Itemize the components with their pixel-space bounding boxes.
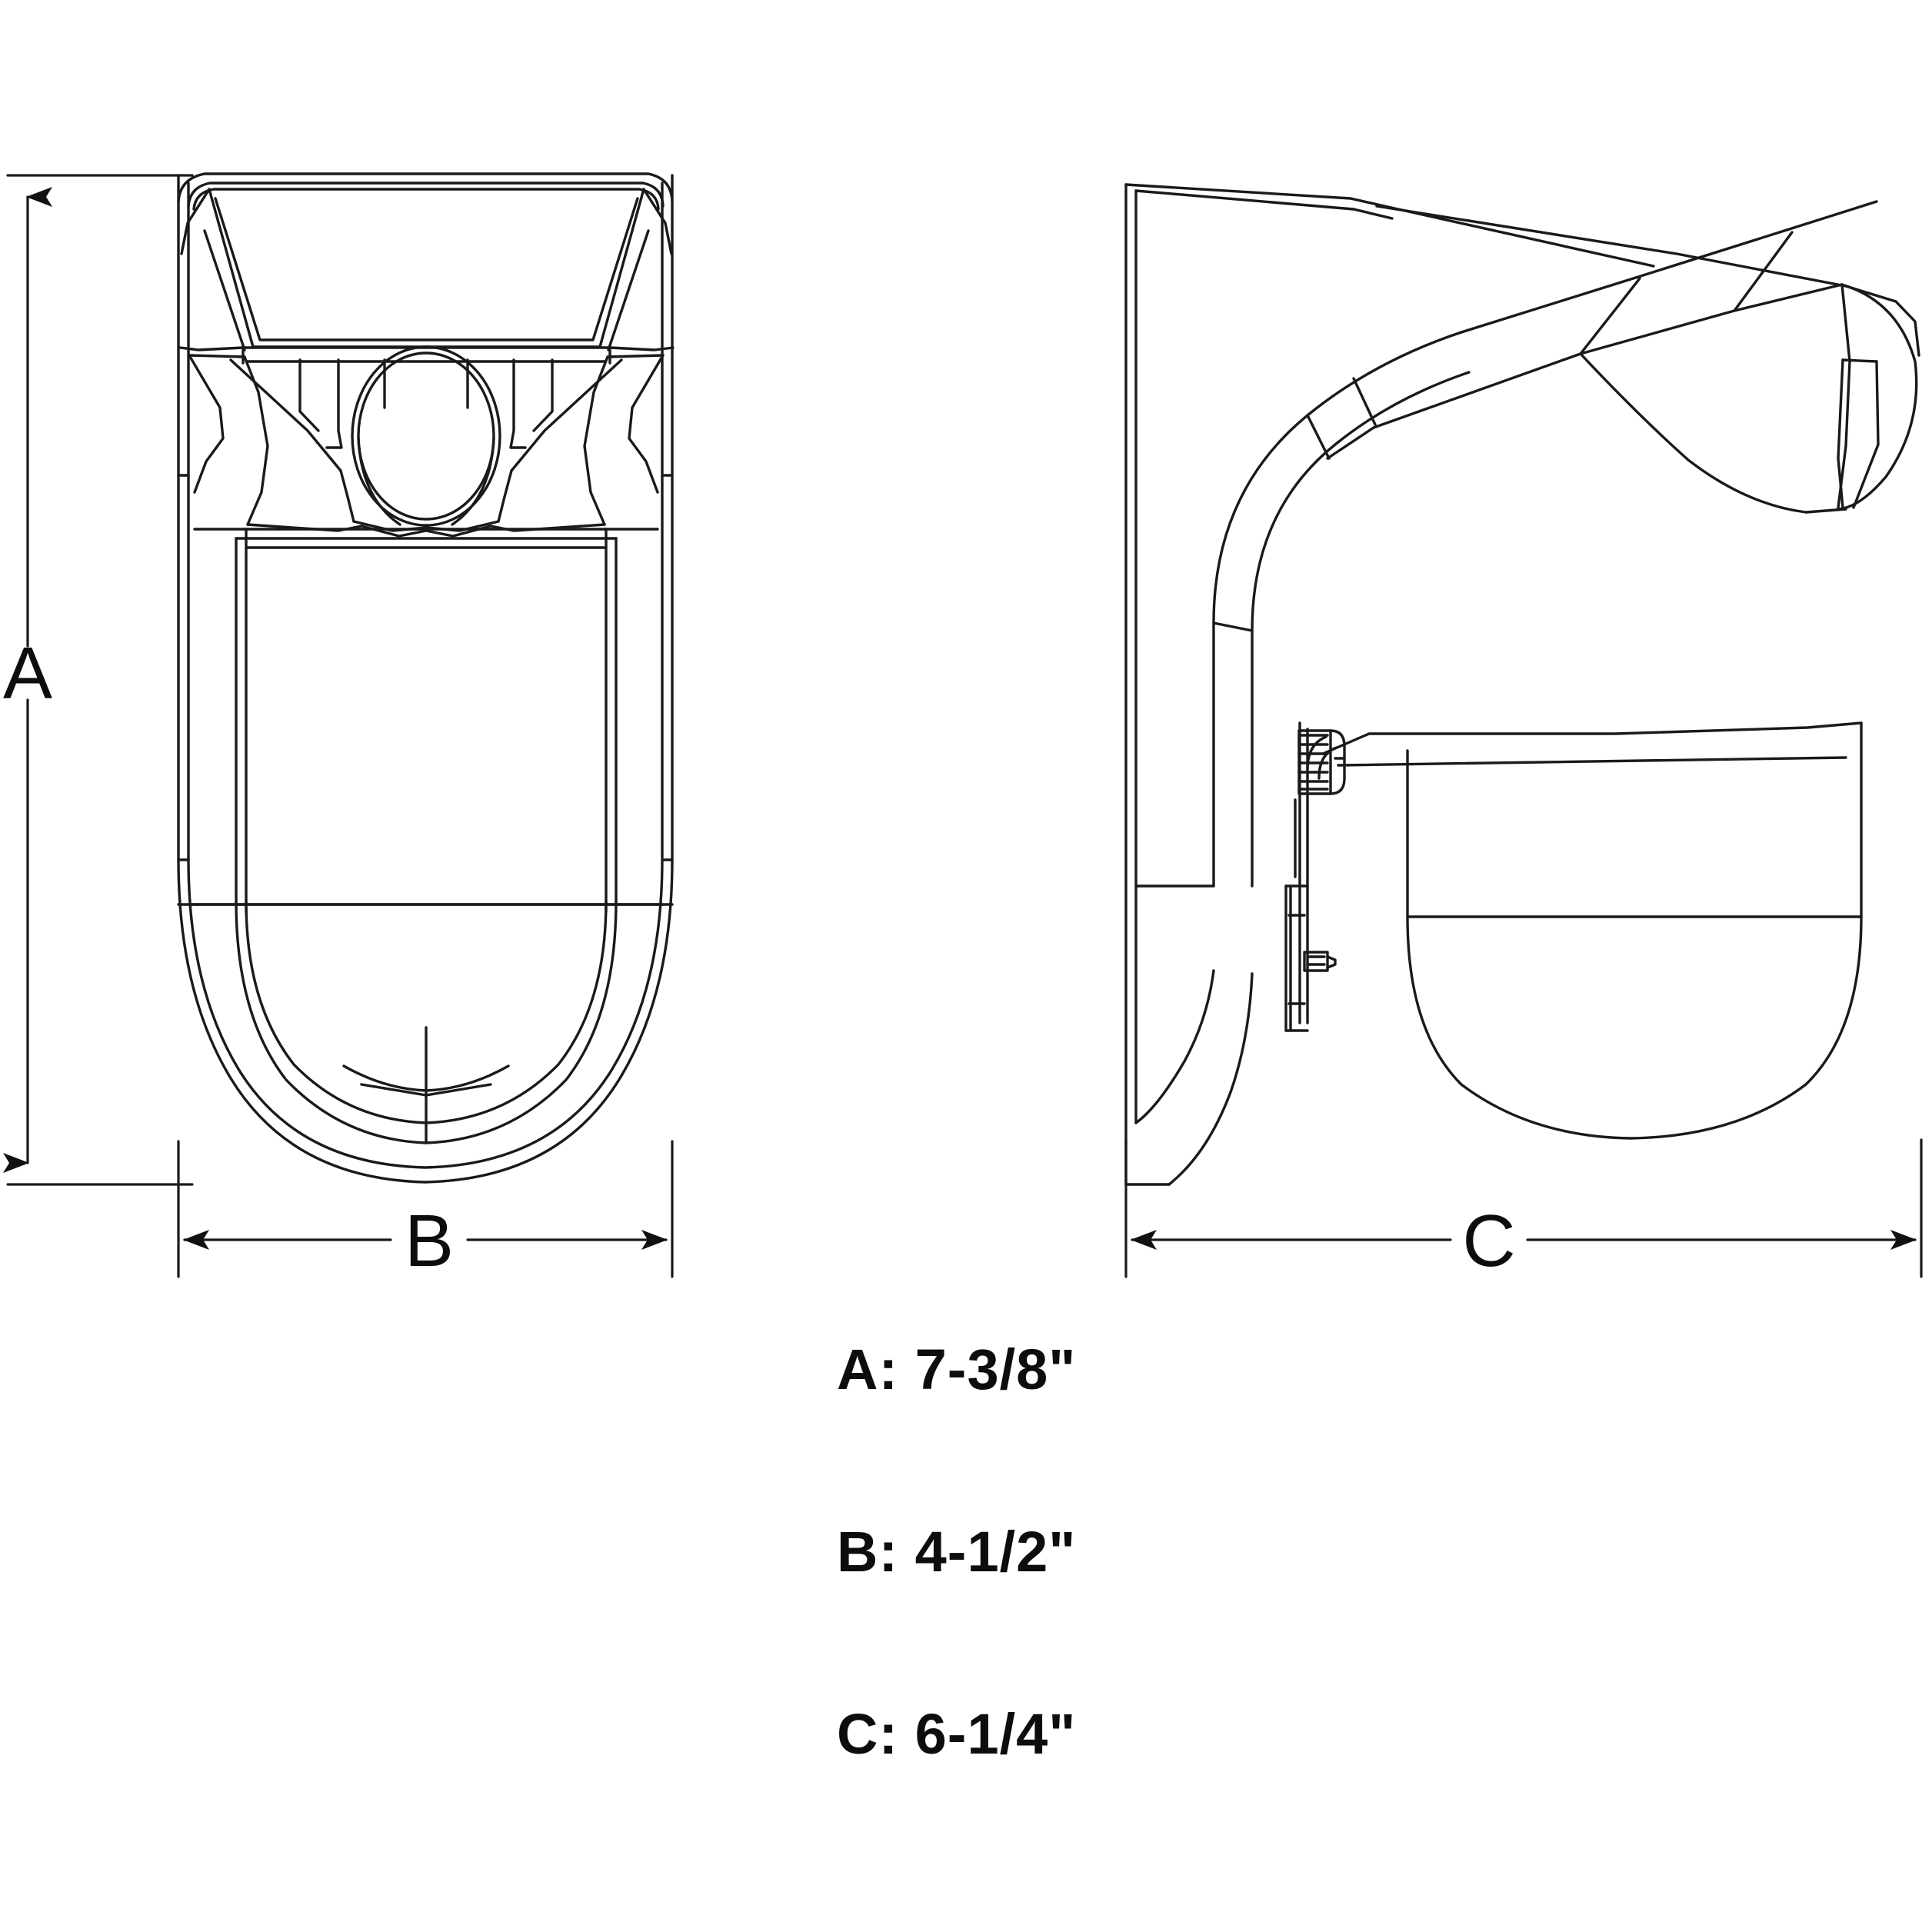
side-view-geometry — [1124, 183, 1920, 1186]
front-body-seams — [177, 474, 674, 861]
front-shade-skirt — [178, 188, 675, 351]
side-arm — [1212, 331, 1471, 888]
front-view-geometry — [177, 172, 675, 1184]
front-diffuser-bowl — [177, 900, 674, 1144]
side-set-screw — [1303, 951, 1337, 972]
front-bottom-tip — [342, 1064, 510, 1097]
dimension-label-b: B — [405, 1200, 454, 1282]
dimension-label-a: A — [3, 632, 52, 715]
front-shade-bottom-band — [242, 346, 611, 365]
front-bulb — [351, 345, 501, 527]
spec-line-b: B: 4-1/2" — [837, 1520, 1077, 1584]
spec-line-a: A: 7-3/8" — [837, 1337, 1077, 1401]
dimension-b — [177, 1140, 674, 1278]
side-mounting-bracket — [1284, 721, 1309, 1032]
dimension-lines — [3, 174, 1923, 1278]
side-shade-endcap — [1837, 283, 1918, 511]
side-backplate — [1124, 183, 1394, 1186]
dimension-a — [3, 174, 194, 1186]
front-socket-reflector — [188, 354, 665, 538]
side-diffuser-body — [1406, 721, 1863, 1140]
spec-line-c: C: 6-1/4" — [837, 1702, 1077, 1766]
side-knurled-knob — [1297, 729, 1346, 795]
side-shade — [1372, 200, 1920, 514]
dimension-c — [1124, 1138, 1923, 1278]
side-housing-rim — [1306, 721, 1863, 780]
front-body-outline — [177, 174, 674, 1184]
front-diffuser-panel — [235, 528, 618, 903]
front-shade-rim — [177, 172, 674, 211]
dimension-label-c: C — [1462, 1200, 1515, 1282]
front-shade-inner — [203, 188, 650, 351]
